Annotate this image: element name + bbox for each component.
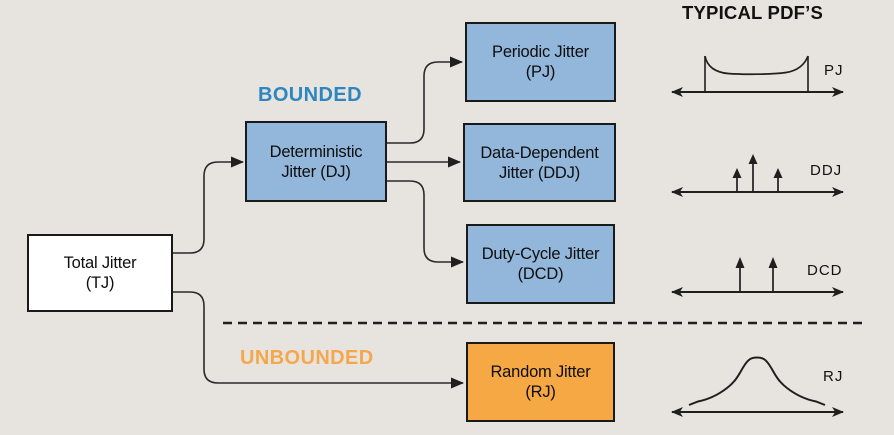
node-total-jitter: Total Jitter (TJ) — [27, 234, 173, 312]
connector-dj-to-dcd — [387, 180, 464, 268]
node-random-jitter-line2: (RJ) — [525, 383, 556, 401]
pdf-label-pj: PJ — [824, 62, 844, 79]
node-duty-cycle-jitter-line2: (DCD) — [517, 265, 564, 283]
unbounded-group-label: UNBOUNDED — [240, 347, 374, 369]
pdf-label-dcd: DCD — [807, 262, 843, 279]
connector-dj-to-pj — [387, 56, 463, 144]
node-deterministic-jitter-line2: Jitter (DJ) — [281, 162, 351, 181]
node-total-jitter-line2: (TJ) — [85, 274, 115, 292]
pdf-column-title: TYPICAL PDF’S — [682, 2, 824, 23]
node-periodic-jitter: Periodic Jitter (PJ) — [465, 22, 616, 102]
bounded-group-label: BOUNDED — [258, 84, 362, 106]
node-data-dependent-jitter: Data-Dependent Jitter (DDJ) — [463, 123, 616, 202]
pdf-sketch-ddj — [671, 154, 844, 197]
pdf-sketch-rj — [671, 356, 844, 417]
node-random-jitter-line1: Random Jitter — [490, 363, 591, 381]
node-deterministic-jitter: Deterministic Jitter (DJ) — [245, 121, 387, 202]
pdf-label-ddj: DDJ — [810, 162, 843, 179]
node-data-dependent-jitter-line1: Data-Dependent — [480, 143, 599, 162]
connector-tj-to-rj — [173, 291, 464, 389]
pdf-sketch-dcd — [671, 257, 844, 297]
node-total-jitter-line1: Total Jitter — [63, 254, 137, 272]
node-periodic-jitter-line2: (PJ) — [525, 63, 556, 81]
node-duty-cycle-jitter-line1: Duty-Cycle Jitter — [481, 245, 600, 263]
node-duty-cycle-jitter: Duty-Cycle Jitter (DCD) — [466, 224, 615, 304]
node-periodic-jitter-line1: Periodic Jitter — [492, 43, 589, 61]
node-data-dependent-jitter-line2: Jitter (DDJ) — [498, 163, 580, 182]
connector-tj-to-dj — [173, 156, 244, 254]
node-deterministic-jitter-line1: Deterministic — [269, 142, 363, 161]
pdf-sketch-pj — [671, 55, 844, 97]
node-random-jitter: Random Jitter (RJ) — [466, 342, 615, 422]
pdf-label-rj: RJ — [823, 368, 844, 385]
